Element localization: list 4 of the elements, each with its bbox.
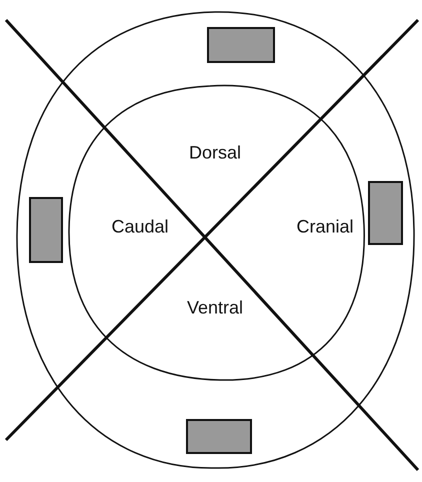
region-label: Cranial [296, 216, 354, 238]
region-label: Dorsal [189, 142, 241, 164]
region-label: Caudal [111, 216, 169, 238]
region-label: Ventral [186, 298, 244, 318]
